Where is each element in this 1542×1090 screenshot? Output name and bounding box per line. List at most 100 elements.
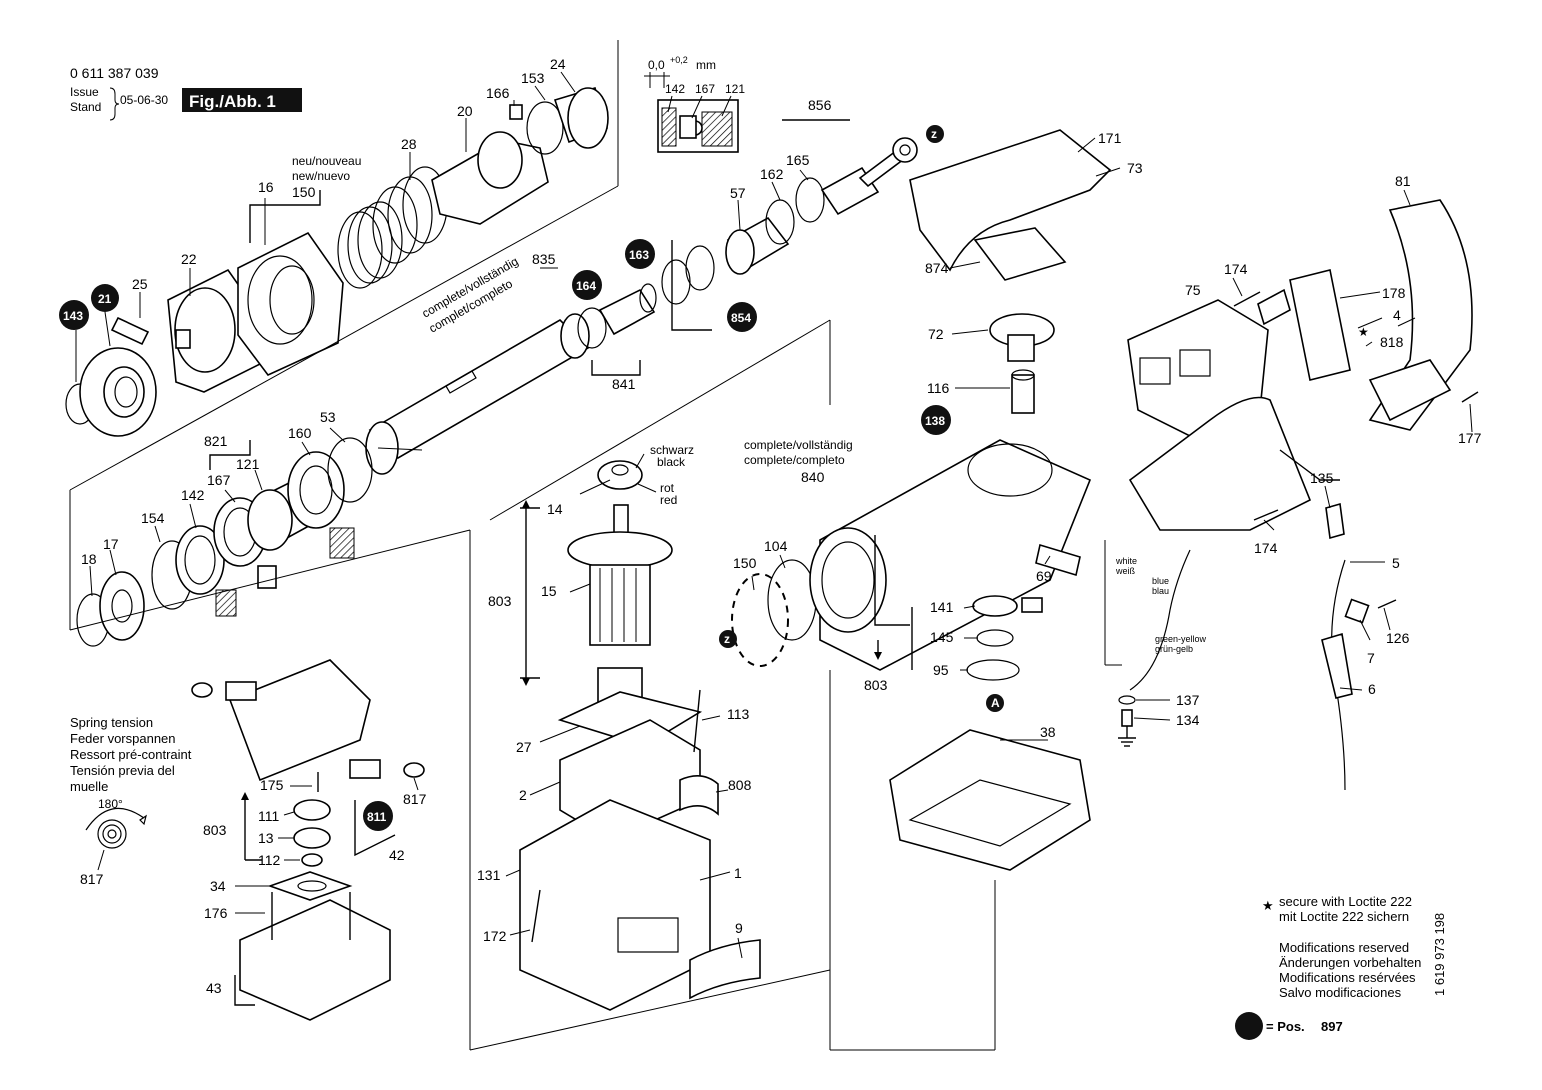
pos-label: = Pos.	[1266, 1019, 1305, 1034]
spring-note-1: Spring tension	[70, 715, 153, 730]
label-126: 126	[1386, 630, 1410, 646]
label-112: 112	[258, 852, 281, 868]
leader-lines	[75, 71, 1473, 959]
issue-date: 05-06-30	[120, 93, 168, 107]
label-14: 14	[547, 501, 563, 517]
top-gear-group	[909, 129, 1112, 414]
part-brush-1	[225, 681, 257, 701]
label-111: 111	[258, 808, 279, 824]
rotation-arrow-icon	[85, 807, 145, 831]
wire-blue: blue	[1152, 576, 1169, 586]
stand-label: Stand	[70, 100, 101, 114]
badge-138-text: 138	[925, 414, 945, 428]
gear-housing-group	[239, 772, 391, 1021]
part-150-dashed	[731, 573, 789, 667]
badge-A-text: A	[991, 696, 1000, 710]
part-835-tube	[368, 318, 590, 460]
label-142: 142	[181, 487, 205, 503]
label-4: 4	[1393, 307, 1401, 323]
part-felt-1	[329, 527, 355, 559]
label-856: 856	[808, 97, 832, 113]
label-17: 17	[103, 536, 119, 552]
badge-163-text: 163	[629, 248, 649, 262]
label-178: 178	[1382, 285, 1406, 301]
part-73-cover	[909, 129, 1112, 272]
label-145: 145	[930, 629, 954, 645]
label-165: 165	[786, 152, 810, 168]
part-141-bearing	[972, 595, 1018, 617]
label-803-armature: 803	[488, 593, 512, 609]
wire-schwarz: schwarz	[650, 443, 694, 457]
part-113-screw	[693, 689, 701, 753]
label-160: 160	[288, 425, 312, 441]
part-112-washer	[301, 853, 323, 867]
part-number: 0 611 387 039	[70, 65, 159, 81]
label-2: 2	[519, 787, 527, 803]
badge-854-text: 854	[731, 311, 751, 325]
part-174-screw-top	[1233, 291, 1261, 307]
part-817-spring-a	[191, 682, 213, 698]
label-134: 134	[1176, 712, 1200, 728]
part-53-ring	[327, 437, 373, 503]
part-handle-body	[1128, 396, 1312, 531]
badge-z-bottom-text: z	[724, 632, 730, 646]
modifications-4: Salvo modificaciones	[1279, 985, 1402, 1000]
badge-811-text: 811	[367, 810, 387, 824]
part-9-label	[689, 939, 761, 1000]
part-16-collar	[237, 231, 344, 376]
label-818: 818	[1380, 334, 1404, 350]
part-1-housing	[519, 799, 711, 1011]
part-178-switch	[1289, 269, 1351, 381]
spring-tension-icon	[97, 819, 127, 849]
label-72: 72	[928, 326, 944, 342]
arrow-up-icon	[241, 792, 249, 800]
tolerance-plus: +0,2	[670, 55, 688, 65]
complete-b-line-1: complete/vollständig	[744, 438, 853, 452]
badge-21-text: 21	[98, 292, 112, 306]
part-13-bearing	[293, 827, 331, 849]
wire-green-yellow: green-yellow	[1155, 634, 1207, 644]
part-142-ring	[175, 525, 225, 595]
label-28: 28	[401, 136, 417, 152]
label-841: 841	[612, 376, 636, 392]
label-113: 113	[727, 706, 750, 722]
label-20: 20	[457, 103, 473, 119]
label-808: 808	[728, 777, 752, 793]
badge-854	[727, 302, 757, 332]
armature-group	[519, 460, 761, 1011]
star-icon: ★	[1262, 898, 1274, 913]
label-18: 18	[81, 551, 97, 567]
part-165-oring	[795, 177, 825, 223]
part-17-disc	[99, 571, 145, 641]
badge-164	[572, 270, 602, 300]
part-166-ball	[509, 104, 523, 120]
part-25-pin	[110, 316, 150, 346]
part-brush-2	[349, 759, 381, 779]
label-57: 57	[730, 185, 746, 201]
badge-164-text: 164	[576, 279, 596, 293]
part-34-gasket	[267, 871, 353, 901]
part-135-capacitor	[1325, 502, 1345, 540]
label-803-gear: 803	[203, 822, 227, 838]
label-817-right: 817	[403, 791, 427, 807]
label-171: 171	[1098, 130, 1122, 146]
part-160-gear	[287, 451, 345, 529]
part-43-housing	[239, 899, 391, 1021]
label-34: 34	[210, 878, 226, 894]
label-27: 27	[516, 739, 532, 755]
label-75: 75	[1185, 282, 1201, 298]
loctite-star-marker: ★	[1358, 325, 1369, 339]
label-42: 42	[389, 847, 405, 863]
label-153: 153	[521, 70, 545, 86]
modifications-2: Änderungen vorbehalten	[1279, 955, 1421, 970]
part-15-armature	[589, 564, 651, 646]
document-number: 1 619 973 198	[1432, 913, 1447, 996]
neu-line-1: neu/nouveau	[292, 154, 361, 168]
label-24: 24	[550, 56, 566, 72]
label-167: 167	[207, 472, 231, 488]
wire-grun-gelb: grün-gelb	[1155, 644, 1193, 654]
label-53: 53	[320, 409, 336, 425]
pos-badge-icon	[1235, 1012, 1263, 1040]
label-121: 121	[236, 456, 260, 472]
part-874-bracket	[973, 227, 1067, 281]
